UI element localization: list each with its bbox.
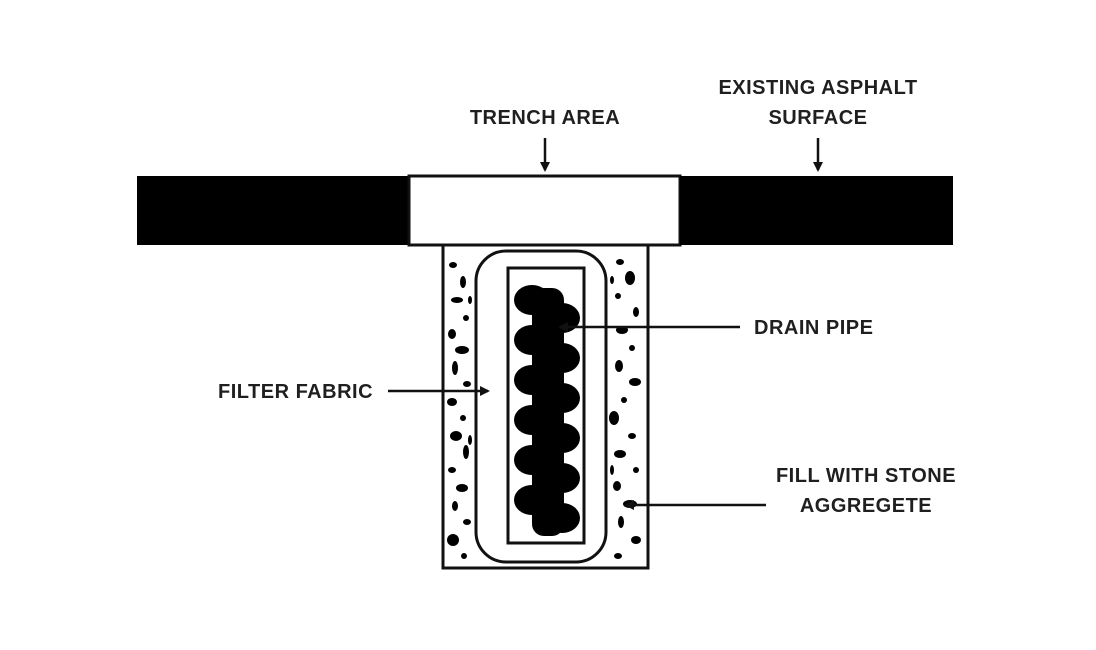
stone-speck <box>463 381 471 387</box>
drain-pipe-corrugations <box>514 285 580 533</box>
stone-speck <box>460 415 466 421</box>
stone-speck <box>452 361 458 375</box>
asphalt-right-slab <box>680 176 953 245</box>
drain-pipe-rib <box>514 285 550 315</box>
stone-speck <box>452 501 458 511</box>
trench-area-label: TRENCH AREA <box>470 107 620 129</box>
stone-speck <box>616 259 624 265</box>
stone-speck <box>615 293 621 299</box>
stone-speck <box>461 553 467 559</box>
stone-speck <box>614 553 622 559</box>
fill-stone-label-line1: FILL WITH STONE <box>776 465 956 487</box>
label-trench-area: TRENCH AREA <box>470 107 620 172</box>
stone-speck <box>463 445 469 459</box>
stone-speck <box>609 411 619 425</box>
stone-speck <box>625 271 635 285</box>
stone-speck <box>456 484 468 492</box>
stone-speck <box>628 433 636 439</box>
stone-speck <box>448 329 456 339</box>
stone-speck <box>450 431 462 441</box>
filter-fabric-label: FILTER FABRIC <box>218 381 373 403</box>
stone-speck <box>631 536 641 544</box>
stone-speck <box>621 397 627 403</box>
stone-speck <box>633 307 639 317</box>
stone-speck <box>463 519 471 525</box>
drain-pipe-rib <box>544 343 580 373</box>
stone-speck <box>629 378 641 386</box>
label-existing-asphalt: EXISTING ASPHALT SURFACE <box>718 77 917 172</box>
drain-pipe-rib <box>544 303 580 333</box>
stone-speck <box>468 296 472 304</box>
stone-speck <box>447 534 459 546</box>
drain-pipe-label: DRAIN PIPE <box>754 317 873 339</box>
drain-pipe-rib <box>544 383 580 413</box>
label-drain-pipe: DRAIN PIPE <box>558 317 873 339</box>
stone-speck <box>618 516 624 528</box>
stone-speck <box>615 360 623 372</box>
label-filter-fabric: FILTER FABRIC <box>218 381 490 403</box>
stone-speck <box>460 276 466 288</box>
stone-speck <box>613 481 621 491</box>
stone-speck <box>633 467 639 473</box>
drain-pipe-rib <box>544 503 580 533</box>
label-fill-stone: FILL WITH STONE AGGREGETE <box>624 465 956 517</box>
stone-speck <box>451 297 463 303</box>
drain-pipe-rib <box>514 325 550 355</box>
stone-speck <box>614 450 626 458</box>
trench-area-opening <box>407 174 682 247</box>
stone-speck <box>610 276 614 284</box>
stone-aggregate <box>447 259 641 559</box>
stone-speck <box>449 262 457 268</box>
stone-speck <box>448 467 456 473</box>
drain-pipe-rib <box>514 365 550 395</box>
drain-pipe <box>514 285 580 536</box>
existing-asphalt-label-line1: EXISTING ASPHALT <box>718 77 917 99</box>
drain-pipe-rib <box>514 485 550 515</box>
fill-stone-label-line2: AGGREGETE <box>800 495 932 517</box>
drain-pipe-rib <box>544 423 580 453</box>
drain-pipe-rib <box>544 463 580 493</box>
stone-speck <box>463 315 469 321</box>
asphalt-surface <box>137 174 953 247</box>
drain-pipe-rib <box>514 405 550 435</box>
stone-speck <box>629 345 635 351</box>
asphalt-left-slab <box>137 176 409 245</box>
stone-speck <box>468 435 472 445</box>
existing-asphalt-label-line2: SURFACE <box>768 107 867 129</box>
stone-speck <box>455 346 469 354</box>
drain-pipe-rib <box>514 445 550 475</box>
stone-speck <box>447 398 457 406</box>
stone-speck <box>610 465 614 475</box>
